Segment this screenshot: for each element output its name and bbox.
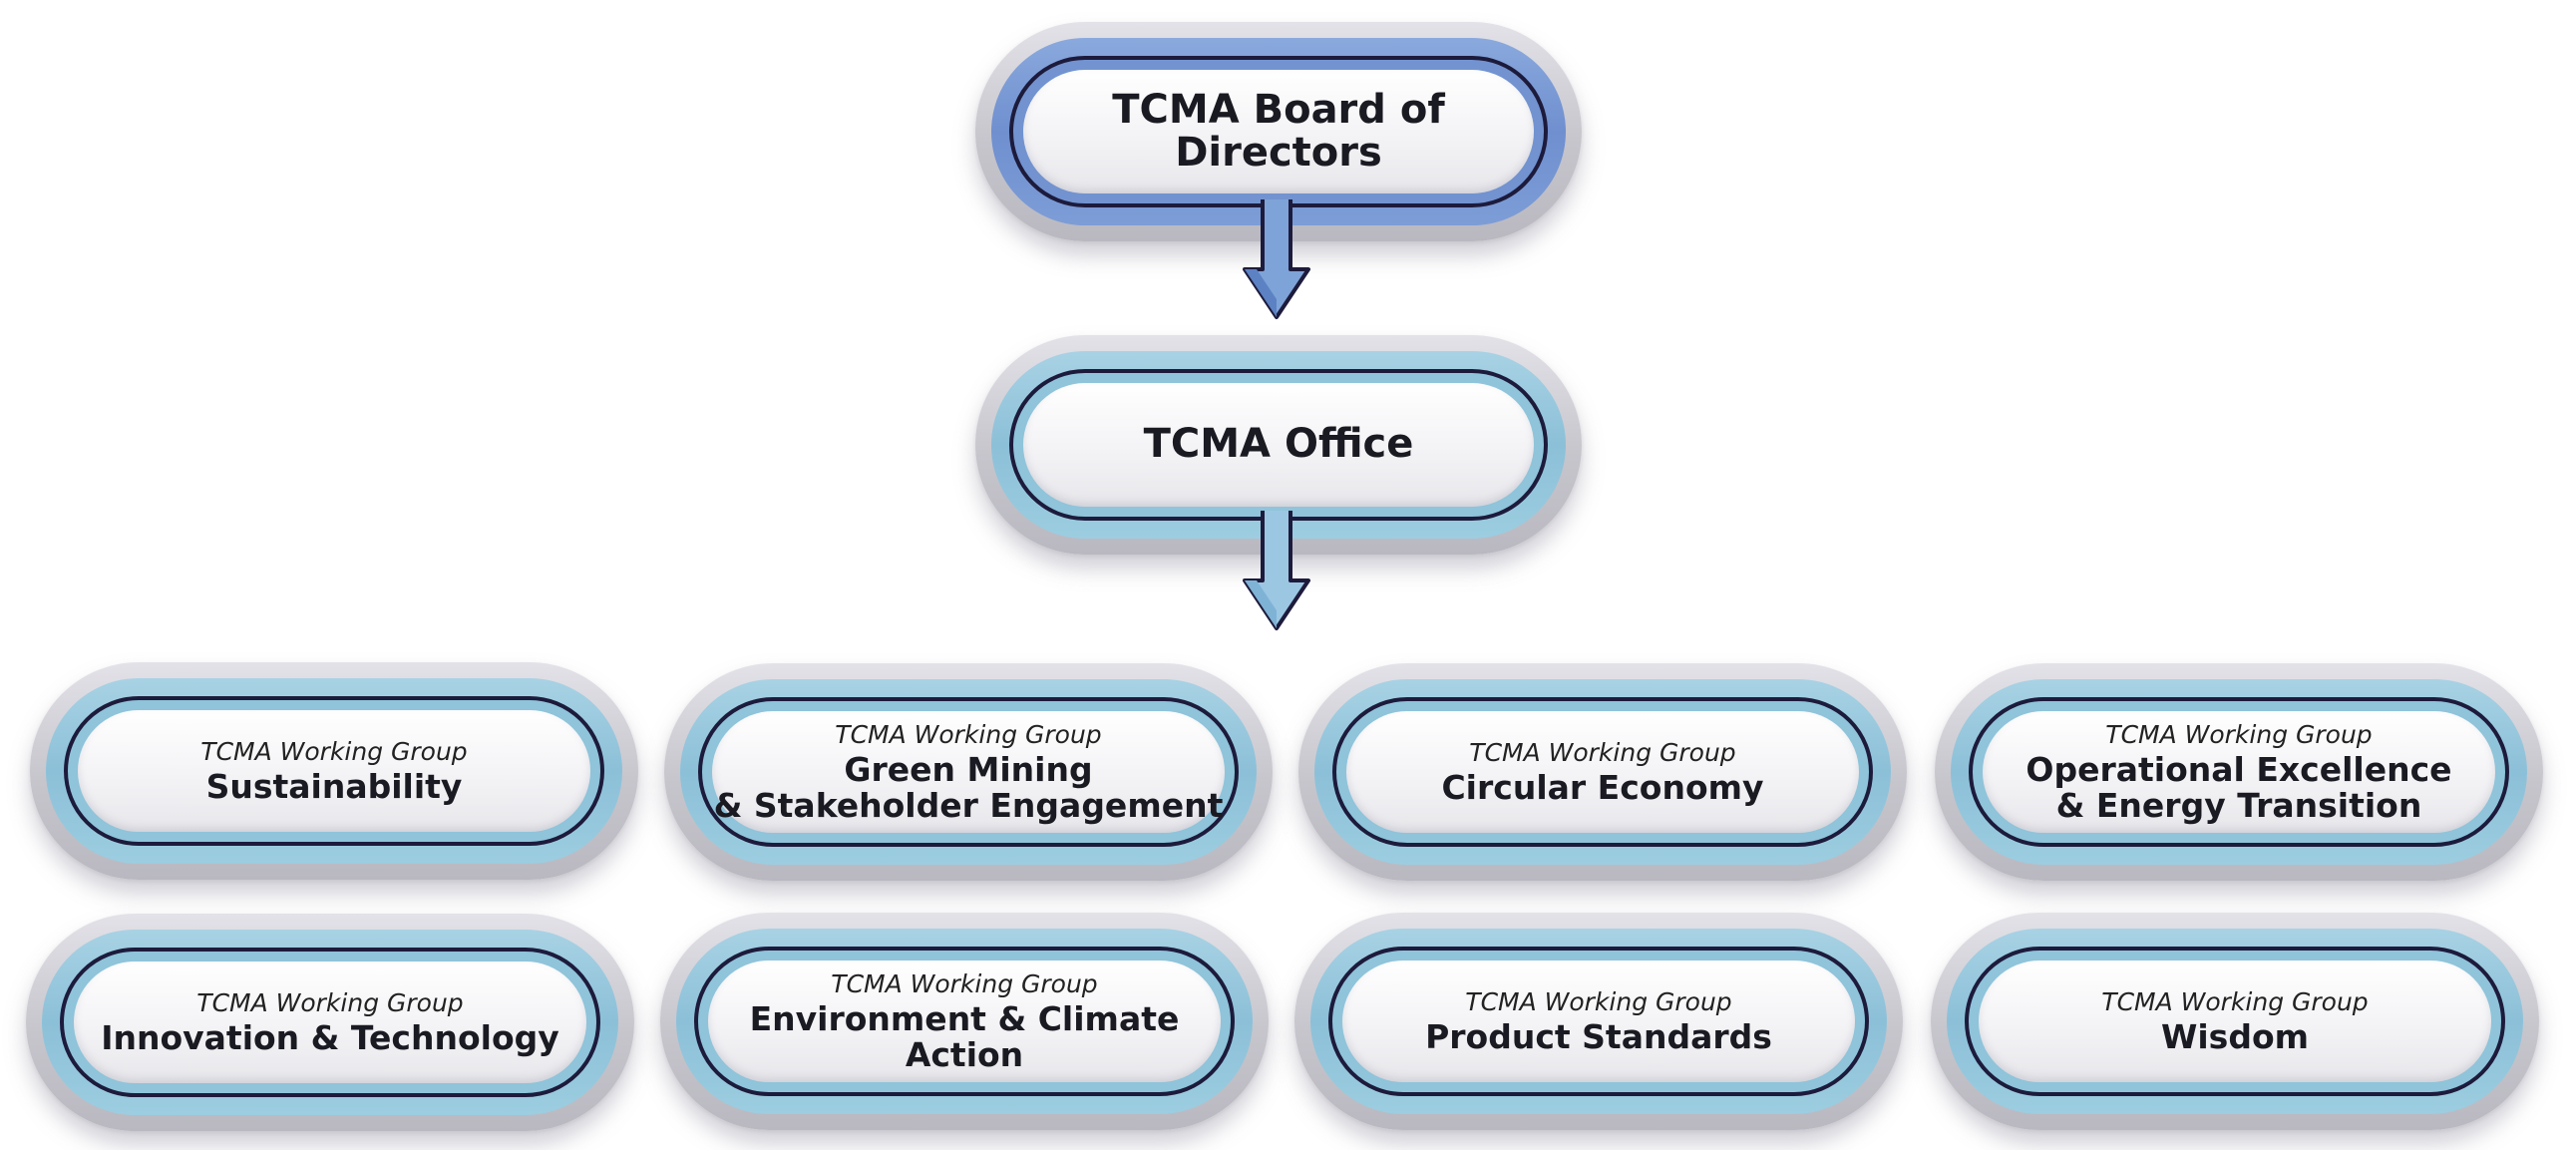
office-title: TCMA Office bbox=[1143, 421, 1414, 468]
node-label: TCMA Working Group Green Mining & Stakeh… bbox=[712, 711, 1225, 833]
node-label: TCMA Working Group Operational Excellenc… bbox=[1983, 711, 2495, 833]
working-group-title: Innovation & Technology bbox=[101, 1017, 559, 1057]
node-face bbox=[1979, 960, 2491, 1082]
node-label: TCMA Working Group Circular Economy bbox=[1346, 711, 1859, 833]
node-face bbox=[708, 960, 1221, 1082]
node-label: TCMA Office bbox=[1023, 383, 1534, 507]
working-group-node: TCMA Working Group Circular Economy bbox=[1298, 663, 1907, 881]
working-group-title: Operational Excellence & Energy Transiti… bbox=[2025, 749, 2452, 825]
working-group-node: TCMA Working Group Green Mining & Stakeh… bbox=[664, 663, 1273, 881]
node-face bbox=[1346, 711, 1859, 833]
node-label: TCMA Working Group Innovation & Technolo… bbox=[74, 961, 586, 1083]
working-group-title: Product Standards bbox=[1425, 1016, 1772, 1056]
working-group-label: TCMA Working Group bbox=[2105, 719, 2373, 749]
working-group-node: TCMA Working Group Innovation & Technolo… bbox=[26, 914, 634, 1131]
working-group-node: TCMA Working Group Environment & Climate… bbox=[660, 913, 1269, 1130]
board-title: TCMA Board of Directors bbox=[1112, 86, 1445, 176]
office-node: TCMA Office bbox=[975, 335, 1582, 555]
node-label: TCMA Working Group Sustainability bbox=[78, 710, 590, 832]
node-label: TCMA Board of Directors bbox=[1023, 70, 1534, 193]
working-group-title: Green Mining & Stakeholder Engagement bbox=[713, 749, 1224, 825]
down-arrow-icon bbox=[1243, 199, 1310, 319]
node-face bbox=[78, 710, 590, 832]
working-group-label: TCMA Working Group bbox=[835, 719, 1102, 749]
node-face bbox=[1023, 70, 1534, 193]
board-of-directors-node: TCMA Board of Directors bbox=[975, 22, 1582, 241]
working-group-node: TCMA Working Group Product Standards bbox=[1294, 913, 1903, 1130]
node-face bbox=[1983, 711, 2495, 833]
working-group-node: TCMA Working Group Operational Excellenc… bbox=[1935, 663, 2543, 881]
working-group-label: TCMA Working Group bbox=[2101, 986, 2369, 1016]
working-group-label: TCMA Working Group bbox=[831, 968, 1098, 998]
working-group-title: Circular Economy bbox=[1441, 767, 1764, 807]
working-group-title: Sustainability bbox=[205, 766, 463, 806]
working-group-label: TCMA Working Group bbox=[1465, 986, 1732, 1016]
node-label: TCMA Working Group Product Standards bbox=[1342, 960, 1855, 1082]
working-group-title: Wisdom bbox=[2160, 1016, 2310, 1056]
working-group-label: TCMA Working Group bbox=[200, 736, 468, 766]
down-arrow-icon bbox=[1243, 511, 1310, 630]
node-face bbox=[712, 711, 1225, 833]
node-label: TCMA Working Group Environment & Climate… bbox=[708, 960, 1221, 1082]
working-group-label: TCMA Working Group bbox=[1469, 737, 1736, 767]
working-group-title: Environment & Climate Action bbox=[749, 998, 1180, 1074]
working-group-label: TCMA Working Group bbox=[196, 987, 464, 1017]
node-face bbox=[1023, 383, 1534, 507]
working-group-node: TCMA Working Group Sustainability bbox=[30, 662, 638, 880]
node-face bbox=[1342, 960, 1855, 1082]
working-group-node: TCMA Working Group Wisdom bbox=[1931, 913, 2539, 1130]
node-label: TCMA Working Group Wisdom bbox=[1979, 960, 2491, 1082]
node-face bbox=[74, 961, 586, 1083]
